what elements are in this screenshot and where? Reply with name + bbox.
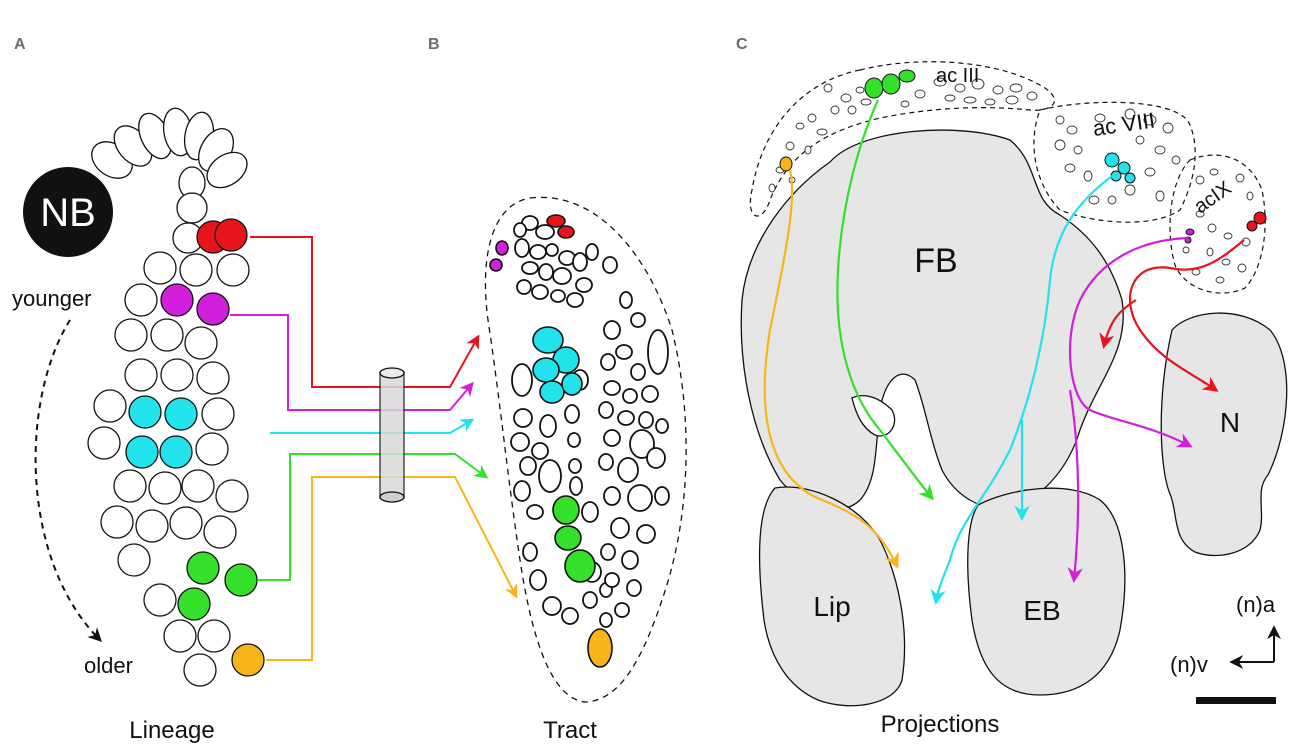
anterior-label: (n)a xyxy=(1236,592,1276,617)
green-axon xyxy=(564,549,596,583)
cyan-cell xyxy=(125,435,159,469)
panel-a-letter: A xyxy=(14,36,26,53)
daughter-cell-chain xyxy=(91,107,248,200)
red-fb-branch xyxy=(1099,299,1137,350)
ac-ix-red-cell xyxy=(1253,211,1267,225)
ac-ix-red-cell xyxy=(1246,220,1258,232)
tract-boundary xyxy=(484,196,687,703)
ac-iii-green-cell xyxy=(898,69,916,83)
ac-viii-cyan-cell xyxy=(1117,161,1131,175)
magenta-cell xyxy=(160,283,194,317)
scale-bar xyxy=(1196,697,1276,704)
lineage-caption: Lineage xyxy=(129,717,214,744)
panel-c-letter: C xyxy=(736,36,748,53)
ac-ix-tract-outline xyxy=(1169,154,1266,294)
lip-label: Lip xyxy=(813,591,850,622)
ac-viii-cyan-cell xyxy=(1124,172,1136,184)
younger-label: younger xyxy=(12,286,92,311)
green-cell xyxy=(186,551,220,585)
red-connector xyxy=(250,236,480,388)
age-arrow xyxy=(34,319,102,642)
ac-viii-label: ac VIII xyxy=(1091,108,1156,141)
orange-axon xyxy=(587,628,613,668)
orange-projection xyxy=(763,169,899,569)
neuropils xyxy=(740,129,1288,707)
panel-c: C xyxy=(736,36,1288,738)
cyan-cell xyxy=(128,395,162,429)
magenta-axon xyxy=(489,258,503,272)
cyan-axon xyxy=(532,326,564,354)
n-label: N xyxy=(1220,407,1240,438)
panel-b: B xyxy=(428,36,687,744)
ac-viii-cyan-cell xyxy=(1104,152,1120,168)
ac-iii-label: ac III xyxy=(936,65,979,87)
projection-paths xyxy=(763,99,1245,606)
red-axon xyxy=(546,214,566,228)
ac-viii-tract-outline xyxy=(1033,101,1196,223)
magenta-axon xyxy=(495,240,509,256)
lineage-cell-column xyxy=(87,192,265,687)
neuroblast: NB xyxy=(23,167,113,257)
green-cell xyxy=(177,587,211,621)
green-axon xyxy=(552,495,580,525)
commissural-tracts xyxy=(749,61,1266,294)
neuroblast-cell xyxy=(23,167,113,257)
tract-cell-profiles xyxy=(768,77,1254,284)
ac-iii-green-cell xyxy=(864,77,884,99)
green-connector xyxy=(258,453,489,581)
orientation-axes: (n)a (n)v xyxy=(1170,592,1281,704)
magenta-connector xyxy=(230,314,474,411)
red-axon xyxy=(557,225,575,239)
cyan-axon xyxy=(561,372,583,396)
magenta-cell xyxy=(196,292,230,326)
lineage-to-tract-connectors xyxy=(230,236,518,661)
ac-viii-cyan-cell xyxy=(1110,170,1122,182)
older-label: older xyxy=(84,653,133,678)
cyan-cell xyxy=(164,397,198,431)
cyan-axon xyxy=(532,357,560,383)
orange-cell-soma xyxy=(779,156,793,172)
tract-caption: Tract xyxy=(543,717,597,744)
green-projection xyxy=(836,99,935,501)
red-cell xyxy=(214,218,248,252)
panel-a: A NB xyxy=(12,36,265,744)
magenta-eb-branch xyxy=(1067,389,1083,584)
cyan-projection xyxy=(930,175,1113,606)
eb-label: EB xyxy=(1023,595,1060,626)
ac-iii-tract-outline xyxy=(749,61,1055,217)
panel-b-letter: B xyxy=(428,36,440,53)
fb-label: FB xyxy=(914,242,957,280)
orange-cell xyxy=(231,643,265,677)
ac-ix-magenta-cell xyxy=(1185,228,1195,236)
fb-neuropil xyxy=(740,129,1124,510)
projections-caption: Projections xyxy=(881,711,1000,738)
green-cell xyxy=(224,563,258,597)
ac-iii-green-cell xyxy=(881,73,901,95)
ventral-label: (n)v xyxy=(1170,652,1208,677)
orange-connector xyxy=(266,476,518,661)
eb-neuropil xyxy=(967,487,1126,696)
cyan-axon xyxy=(539,380,565,404)
green-axon xyxy=(554,525,582,551)
nb-label: NB xyxy=(40,191,96,235)
cyan-cell xyxy=(159,435,193,469)
n-neuropil xyxy=(1160,312,1288,557)
tract-colored-axons xyxy=(489,214,613,668)
cyan-connector xyxy=(270,418,475,434)
red-projection xyxy=(1128,239,1245,392)
fascicle-cylinder xyxy=(379,367,405,503)
magenta-projection xyxy=(1068,236,1193,448)
